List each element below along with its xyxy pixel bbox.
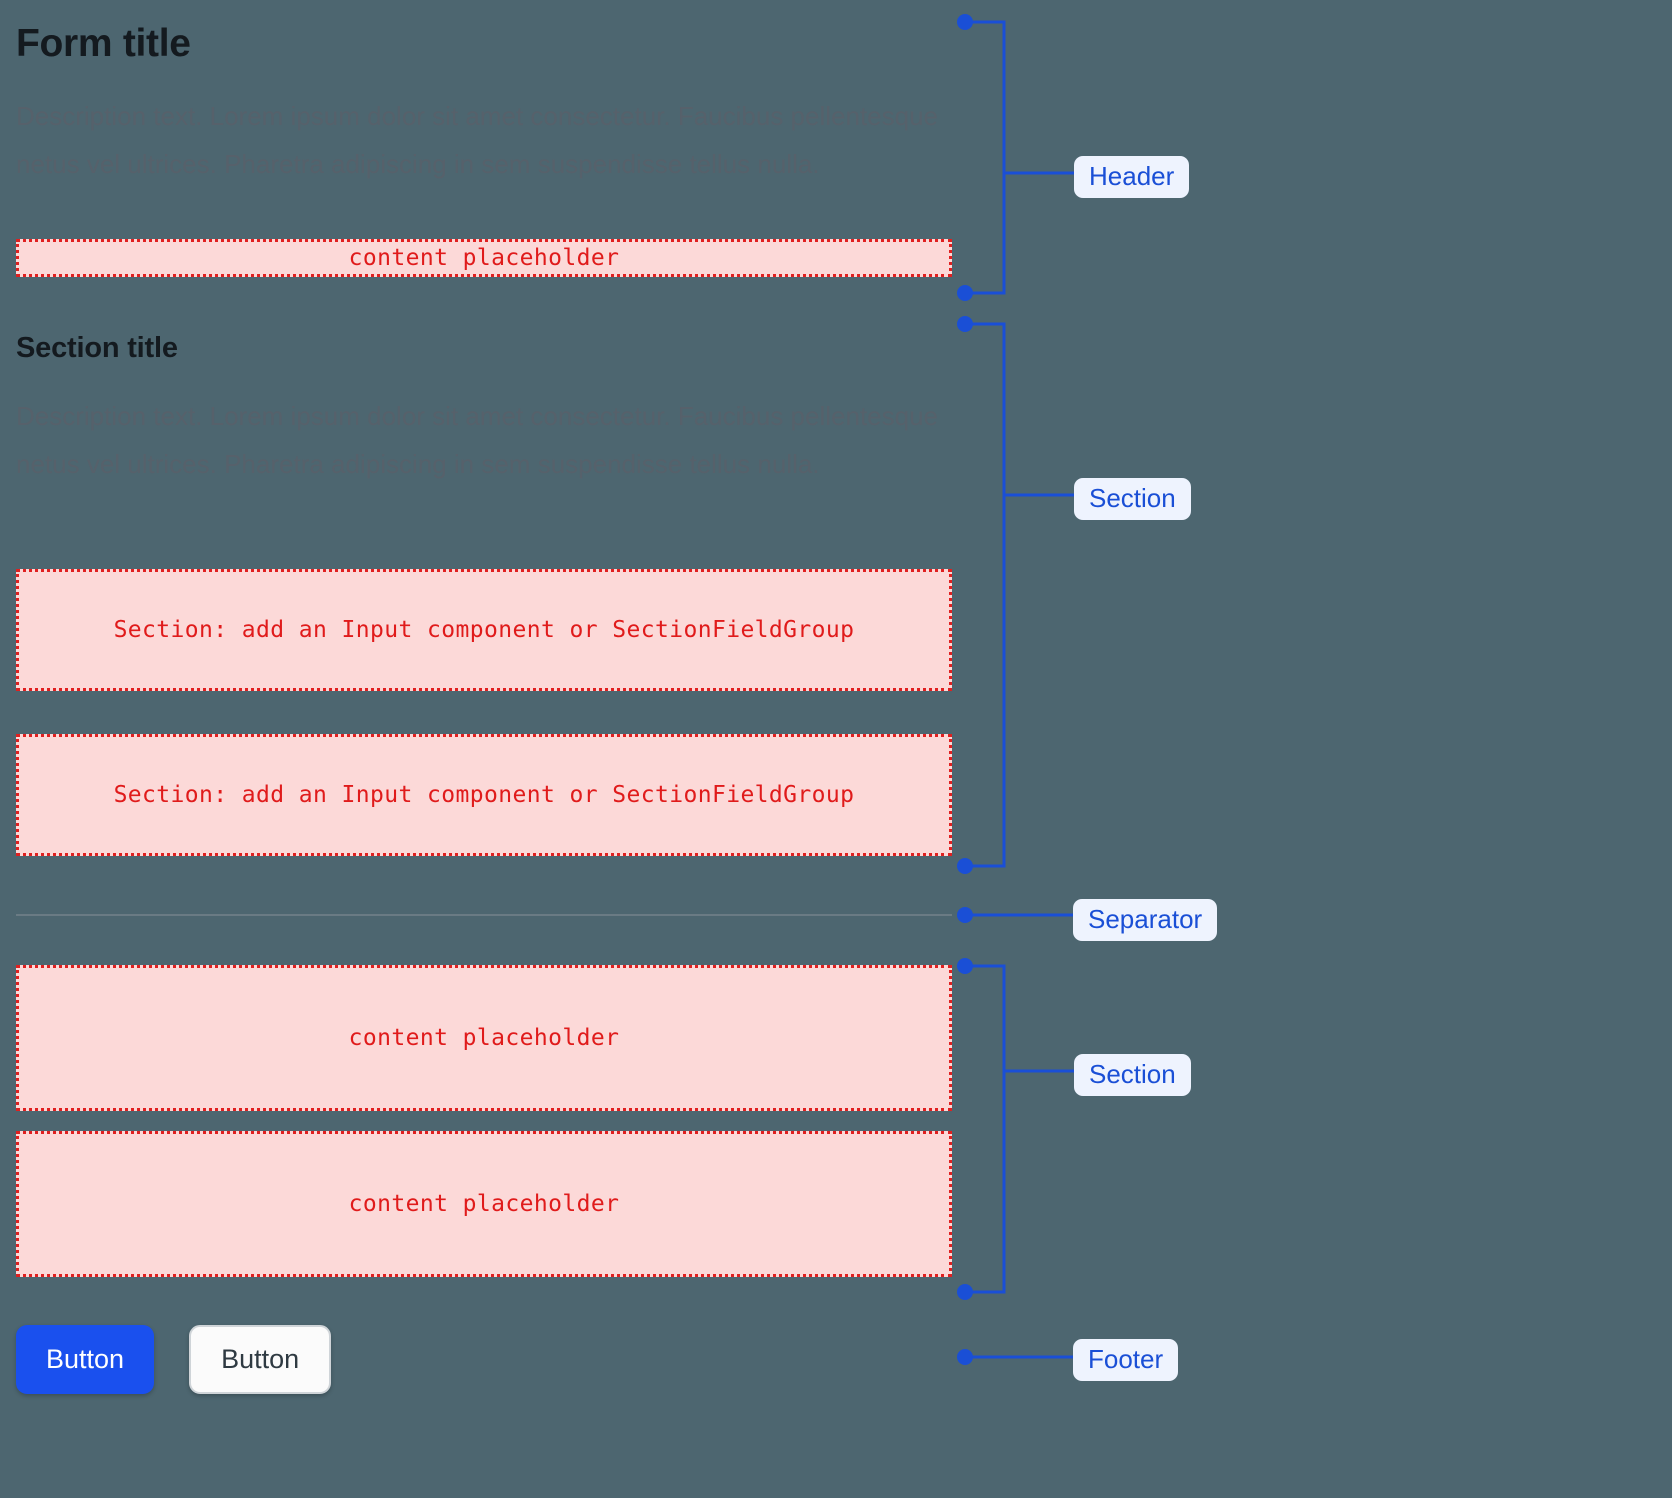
annotation-badge-footer[interactable]: Footer [1073, 1339, 1179, 1381]
form-column: Form title Description text. Lorem ipsum… [16, 0, 1016, 1498]
header-content-placeholder[interactable]: content placeholder [16, 239, 952, 277]
section-field-placeholder-2[interactable]: Section: add an Input component or Secti… [16, 734, 952, 856]
section-field-placeholder-2-label: Section: add an Input component or Secti… [113, 782, 855, 808]
section2-content-placeholder-1-label: content placeholder [348, 1025, 620, 1051]
annotation-badge-header[interactable]: Header [1074, 156, 1190, 198]
annotation-badge-section-1[interactable]: Section [1074, 478, 1191, 520]
separator-rule [16, 914, 952, 916]
annotation-badge-separator[interactable]: Separator [1073, 899, 1218, 941]
section2-content-placeholder-2[interactable]: content placeholder [16, 1131, 952, 1277]
secondary-button[interactable]: Button [189, 1325, 332, 1394]
section2-content-placeholder-1[interactable]: content placeholder [16, 965, 952, 1111]
section-field-placeholder-1-label: Section: add an Input component or Secti… [113, 617, 855, 643]
page-title: Form title [16, 22, 191, 65]
footer-button-bar: Button Button [16, 1325, 332, 1394]
section-field-placeholder-1[interactable]: Section: add an Input component or Secti… [16, 569, 952, 691]
header-content-placeholder-label: content placeholder [348, 245, 620, 271]
annotation-badge-section-2[interactable]: Section [1074, 1054, 1191, 1096]
section-title: Section title [16, 332, 178, 364]
primary-button[interactable]: Button [16, 1325, 155, 1394]
section-description: Description text. Lorem ipsum dolor sit … [16, 401, 939, 479]
header-description: Description text. Lorem ipsum dolor sit … [16, 101, 939, 179]
section2-content-placeholder-2-label: content placeholder [348, 1191, 620, 1217]
